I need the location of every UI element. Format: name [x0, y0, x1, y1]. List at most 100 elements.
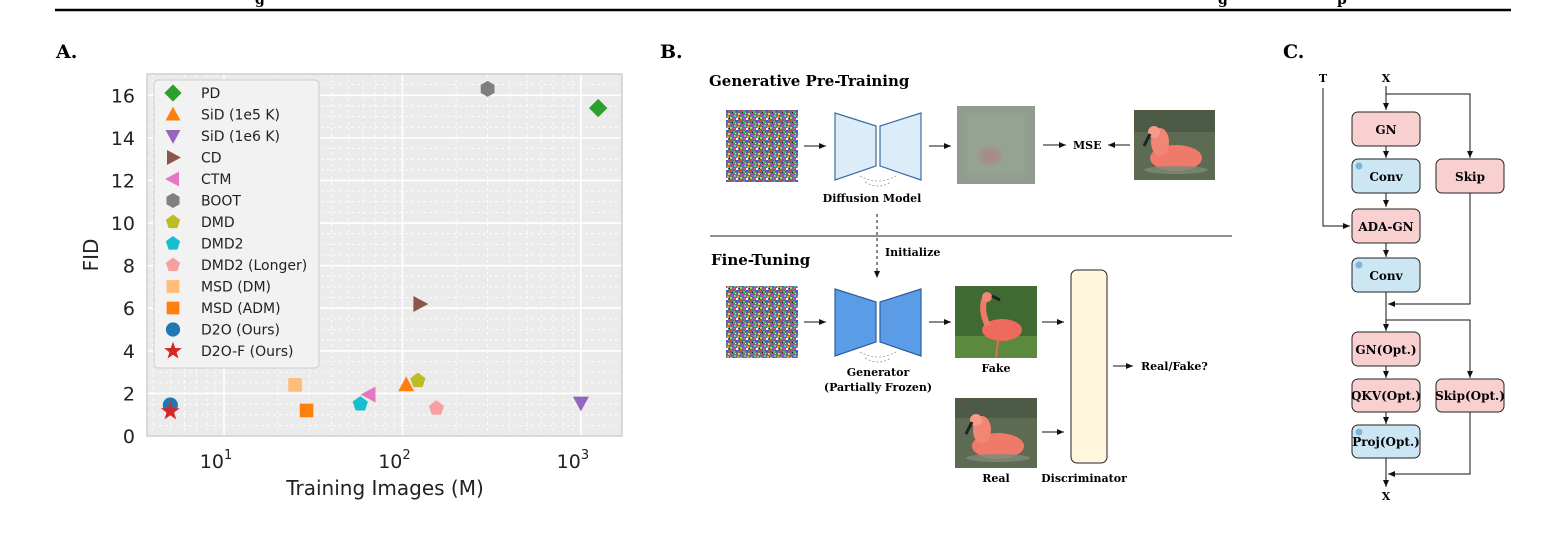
- legend-marker: [164, 84, 182, 102]
- proj-opt-block: [1351, 424, 1421, 459]
- initialize-label: Initialize: [885, 246, 940, 259]
- legend-label: SiD (1e5 K): [201, 108, 280, 124]
- x-input-label: X: [1382, 72, 1391, 85]
- legend-label: MSD (ADM): [201, 301, 281, 317]
- y-tick-label: 16: [111, 85, 135, 107]
- legend-box: [153, 79, 320, 369]
- noise-image-top: [726, 110, 798, 182]
- legend-marker: [166, 280, 180, 293]
- ada-gn-block: [1351, 208, 1421, 244]
- real-flamingo-image: [955, 398, 1037, 468]
- conv-block: [1351, 158, 1421, 194]
- panel-label-c: C.: [1283, 41, 1304, 63]
- generator-label: Generator: [847, 366, 910, 379]
- diffusion-encoder: [834, 112, 877, 181]
- y-tick-label: 4: [123, 341, 135, 363]
- data-point: [288, 378, 302, 392]
- finetune-title: Fine-Tuning: [711, 251, 811, 269]
- data-point: [410, 372, 426, 388]
- ada-gn-label: ADA-GN: [1357, 220, 1413, 234]
- x-tick-label: 103: [557, 448, 589, 473]
- skip-merge-arrow: [1388, 193, 1471, 307]
- legend-label: DMD2: [201, 237, 244, 253]
- legend-marker: [165, 130, 181, 144]
- legend-marker: [165, 236, 181, 250]
- y-tick-label: 8: [123, 256, 135, 278]
- qkv-opt-block: [1351, 378, 1421, 413]
- legend-label: CTM: [201, 172, 231, 188]
- legend-label: D2O-F (Ours): [201, 344, 294, 360]
- legend-label: BOOT: [201, 194, 241, 210]
- gn-opt-label: GN(Opt.): [1355, 343, 1416, 357]
- generator-sublabel: (Partially Frozen): [824, 381, 932, 394]
- header-fragment: g: [255, 0, 265, 8]
- data-point: [160, 401, 180, 420]
- legend-label: CD: [201, 151, 222, 167]
- legend-marker: [167, 150, 181, 165]
- gn-block: [1351, 111, 1421, 147]
- legend-label: DMD: [201, 215, 235, 231]
- legend-marker: [166, 301, 180, 315]
- x-axis-label: Training Images (M): [285, 476, 484, 500]
- legend-marker: [165, 257, 181, 272]
- y-axis-label: FID: [79, 239, 103, 272]
- qkv-opt-label: QKV(Opt.): [1351, 389, 1421, 403]
- blurry-output-image: [957, 106, 1035, 184]
- panel-label-a: A.: [55, 41, 77, 63]
- data-point: [413, 296, 429, 312]
- training-pipeline-diagram: Generative Pre-Training Diffusion Model …: [709, 72, 1232, 485]
- data-point: [428, 400, 444, 415]
- legend-label: PD: [201, 86, 220, 102]
- discriminator-label: Discriminator: [1041, 472, 1127, 485]
- x-output-label: X: [1382, 490, 1391, 503]
- generator-decoder: [879, 288, 922, 357]
- data-point: [352, 396, 368, 411]
- data-point: [480, 80, 495, 97]
- legend: PD SiD (1e5 K) SiD (1e6 K) CD CTM BOOT DMD DMD2…: [153, 79, 320, 369]
- header-fragment: p: [1337, 0, 1347, 8]
- data-point: [299, 403, 314, 418]
- time-embedding-arrow: [1322, 88, 1350, 229]
- legend-marker: [166, 193, 180, 208]
- legend-marker: [165, 171, 179, 187]
- pretrain-title: Generative Pre-Training: [709, 72, 910, 90]
- skip-block: [1435, 158, 1505, 194]
- data-point: [360, 386, 376, 403]
- real-fake-output-label: Real/Fake?: [1141, 360, 1208, 373]
- model-waves: [859, 175, 897, 187]
- header-fragment: g: [1218, 0, 1228, 8]
- skip-label: Skip: [1455, 170, 1485, 184]
- legend-label: SiD (1e6 K): [201, 129, 280, 145]
- generator-encoder: [834, 288, 877, 357]
- plot-frame: [146, 73, 623, 437]
- diffusion-decoder: [879, 112, 922, 181]
- gn-opt-block: [1351, 331, 1421, 367]
- legend-marker: [165, 106, 181, 121]
- model-waves: [859, 351, 897, 363]
- x-tick-label: 101: [200, 448, 232, 473]
- skip-opt-label: Skip(Opt.): [1435, 389, 1505, 403]
- conv-label: Conv: [1369, 170, 1403, 184]
- flamingo-target-image: [1134, 110, 1215, 180]
- y-tick-label: 10: [111, 213, 135, 235]
- conv-block-2: [1351, 257, 1421, 293]
- y-tick-label: 0: [123, 426, 135, 448]
- legend-marker: [165, 214, 181, 229]
- y-tick-label: 12: [111, 170, 135, 192]
- fake-flamingo-image: [955, 286, 1037, 359]
- frozen-dot-icon: [1355, 428, 1363, 436]
- legend-label: D2O (Ours): [201, 323, 280, 339]
- frozen-dot-icon: [1355, 162, 1363, 170]
- data-point: [572, 396, 589, 412]
- fake-label: Fake: [982, 362, 1011, 375]
- legend-marker: [165, 322, 181, 337]
- mse-label: MSE: [1073, 139, 1102, 152]
- data-points: [160, 80, 608, 420]
- data-point: [589, 98, 608, 118]
- frozen-dot-icon: [1355, 261, 1363, 269]
- skip-opt-merge-arrow: [1388, 412, 1471, 477]
